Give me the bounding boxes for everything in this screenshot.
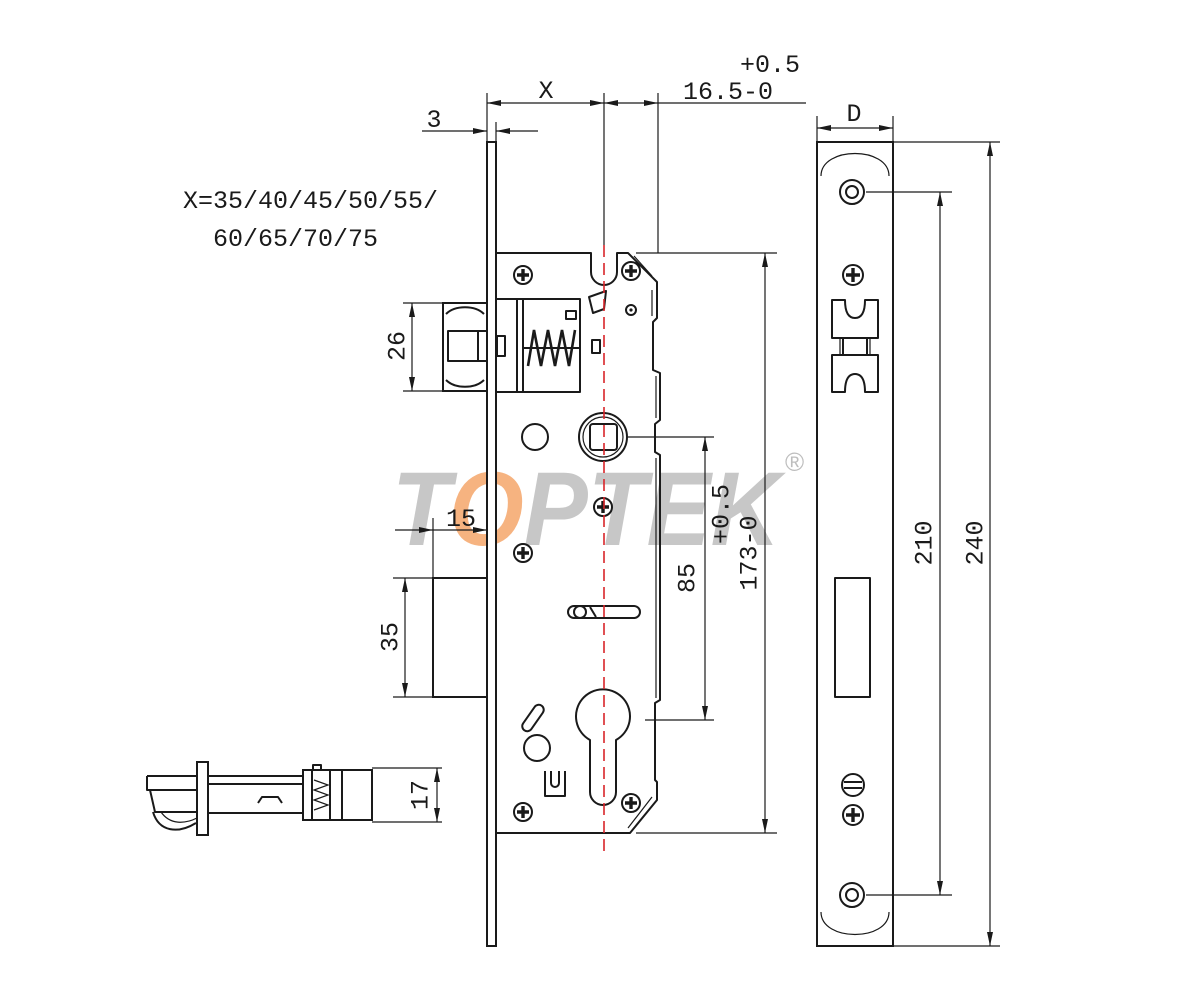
dim-label-d: D <box>846 100 861 129</box>
lock-body-outline <box>495 252 661 834</box>
dim-label-173: 173-0 <box>736 515 765 590</box>
screw <box>621 793 641 813</box>
deadbolt-opening <box>834 577 871 698</box>
dim-faceplate-width: D <box>816 100 894 142</box>
dim-label-26: 26 <box>384 331 413 361</box>
latch-tail-stop <box>496 335 506 357</box>
dim-faceplate-thickness: 3 <box>422 93 538 142</box>
dim-center-distance: 85 <box>628 436 714 721</box>
lock-body <box>495 252 661 834</box>
latch-tail-tab <box>565 310 577 320</box>
dim-backset: X <box>487 77 605 245</box>
screw <box>842 804 864 826</box>
screw <box>593 497 613 517</box>
screw <box>842 264 864 286</box>
watermark-letter: T <box>392 451 458 568</box>
dim-label-offset-tolerance: +0.5 <box>740 51 800 80</box>
screw <box>513 265 533 285</box>
rivet <box>625 304 637 316</box>
latch-opening <box>831 299 879 393</box>
latch-side-view <box>146 761 373 836</box>
cylinder-cutout <box>575 688 631 806</box>
dim-faceplate-length: 240 <box>893 141 1000 947</box>
dim-label-85: 85 <box>674 563 703 593</box>
lower-hole <box>523 734 551 762</box>
u-bracket <box>544 771 566 797</box>
watermark: TOPTEK ® <box>392 447 804 568</box>
dim-label-x: X <box>538 77 553 106</box>
bean-slot <box>521 703 545 733</box>
screw <box>513 543 533 563</box>
dim-label-15: 15 <box>446 505 476 534</box>
faceplate-side <box>486 141 497 947</box>
latch-tail-frame <box>496 298 581 393</box>
dim-label-173-tolerance: +0.5 <box>708 484 737 544</box>
through-hole <box>521 423 549 451</box>
latch-spring <box>526 329 577 367</box>
dim-deadbolt-throw: 15 <box>395 505 487 578</box>
screw <box>621 261 641 281</box>
dim-deadbolt-height: 35 <box>377 577 433 698</box>
dim-offset: 16.5-0 +0.5 <box>604 51 806 253</box>
faceplate-front <box>816 141 894 947</box>
backset-formula-line-2: 60/65/70/75 <box>213 225 378 254</box>
small-stop <box>591 339 601 354</box>
dim-latch-side-height: 17 <box>372 767 442 823</box>
watermark-letter: K <box>711 451 787 568</box>
dim-body-height: 173-0 +0.5 <box>636 252 777 834</box>
backset-formula-line-1: X=35/40/45/50/55/ <box>183 187 438 216</box>
watermark-letter: P <box>524 451 589 568</box>
dim-latch-height: 26 <box>384 302 443 392</box>
deadbolt <box>432 577 488 698</box>
mounting-hole <box>839 179 865 205</box>
slotted-screw <box>841 773 865 797</box>
dim-label-3: 3 <box>426 106 441 135</box>
dim-screw-hole-distance: 210 <box>866 191 952 896</box>
screw <box>513 802 533 822</box>
mounting-hole <box>839 882 865 908</box>
latch-head <box>442 302 488 392</box>
dim-label-17: 17 <box>407 780 436 810</box>
dim-label-35: 35 <box>377 622 406 652</box>
watermark-registered-mark: ® <box>785 447 804 477</box>
dim-label-240: 240 <box>962 520 991 565</box>
dim-label-210: 210 <box>911 520 940 565</box>
watermark-brand: TOPTEK <box>392 451 787 568</box>
lock-body-edge-fold <box>627 255 657 829</box>
watermark-letter: T <box>588 451 654 568</box>
dim-label-offset: 16.5-0 <box>683 78 773 107</box>
